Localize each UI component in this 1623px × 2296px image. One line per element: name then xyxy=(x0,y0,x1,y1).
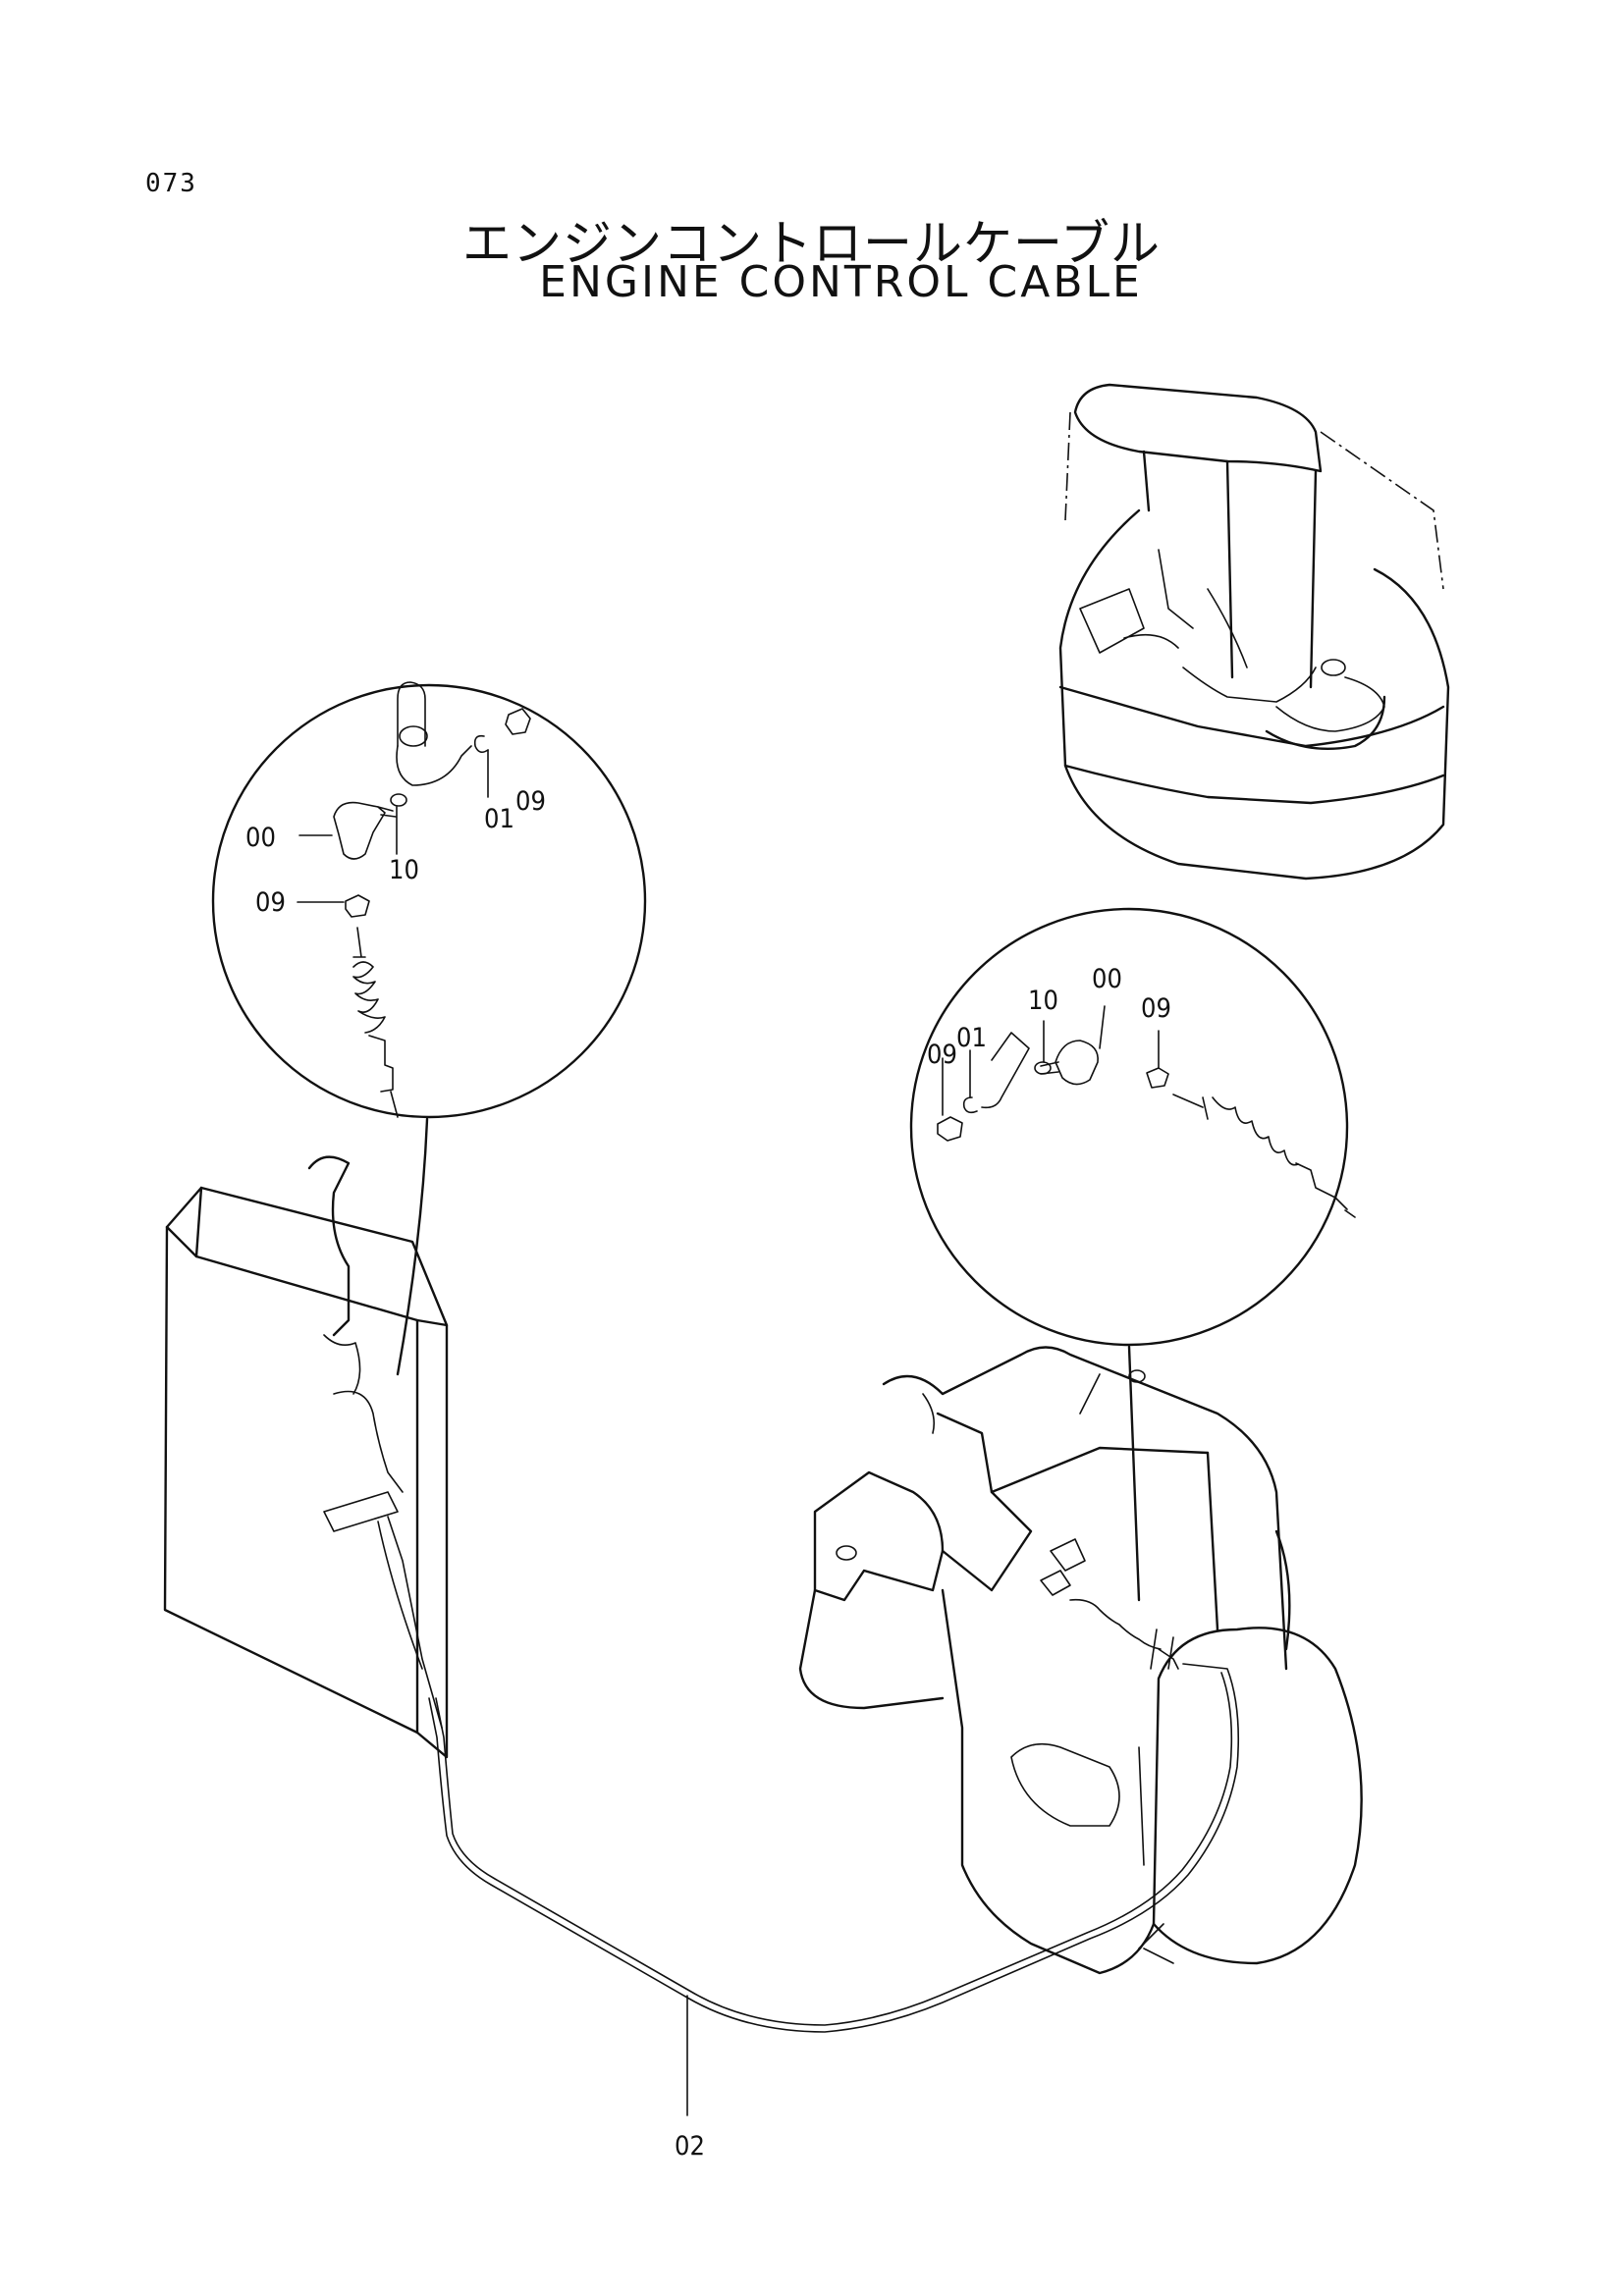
callout-left-10: 10 xyxy=(389,855,419,885)
callout-right-00: 00 xyxy=(1092,964,1122,994)
callout-left-01: 01 xyxy=(484,804,514,834)
detail-circle-right xyxy=(909,907,1356,1347)
detail-circle-left xyxy=(211,681,647,1119)
engine xyxy=(798,1346,1363,1975)
callout-left-09-top: 09 xyxy=(515,786,546,817)
cable-02 xyxy=(428,1663,1240,2116)
callout-right-10: 10 xyxy=(1028,986,1058,1016)
callout-left-09-mid: 09 xyxy=(255,887,286,918)
leader-left xyxy=(396,1117,429,1376)
title-japanese: エンジンコントロールケーブル xyxy=(462,215,1161,272)
callout-right-09-a: 09 xyxy=(927,1040,957,1070)
callout-right-01: 01 xyxy=(956,1023,987,1053)
control-box xyxy=(163,1155,449,1759)
leader-right xyxy=(1127,1345,1141,1602)
callout-cable-02: 02 xyxy=(675,2131,705,2162)
page-number: 073 xyxy=(145,169,197,198)
callout-left-00: 00 xyxy=(245,823,276,853)
machine-upper-structure xyxy=(1058,383,1450,881)
title-english: ENGINE CONTROL CABLE xyxy=(539,257,1143,307)
callout-right-09-b: 09 xyxy=(1141,993,1171,1024)
